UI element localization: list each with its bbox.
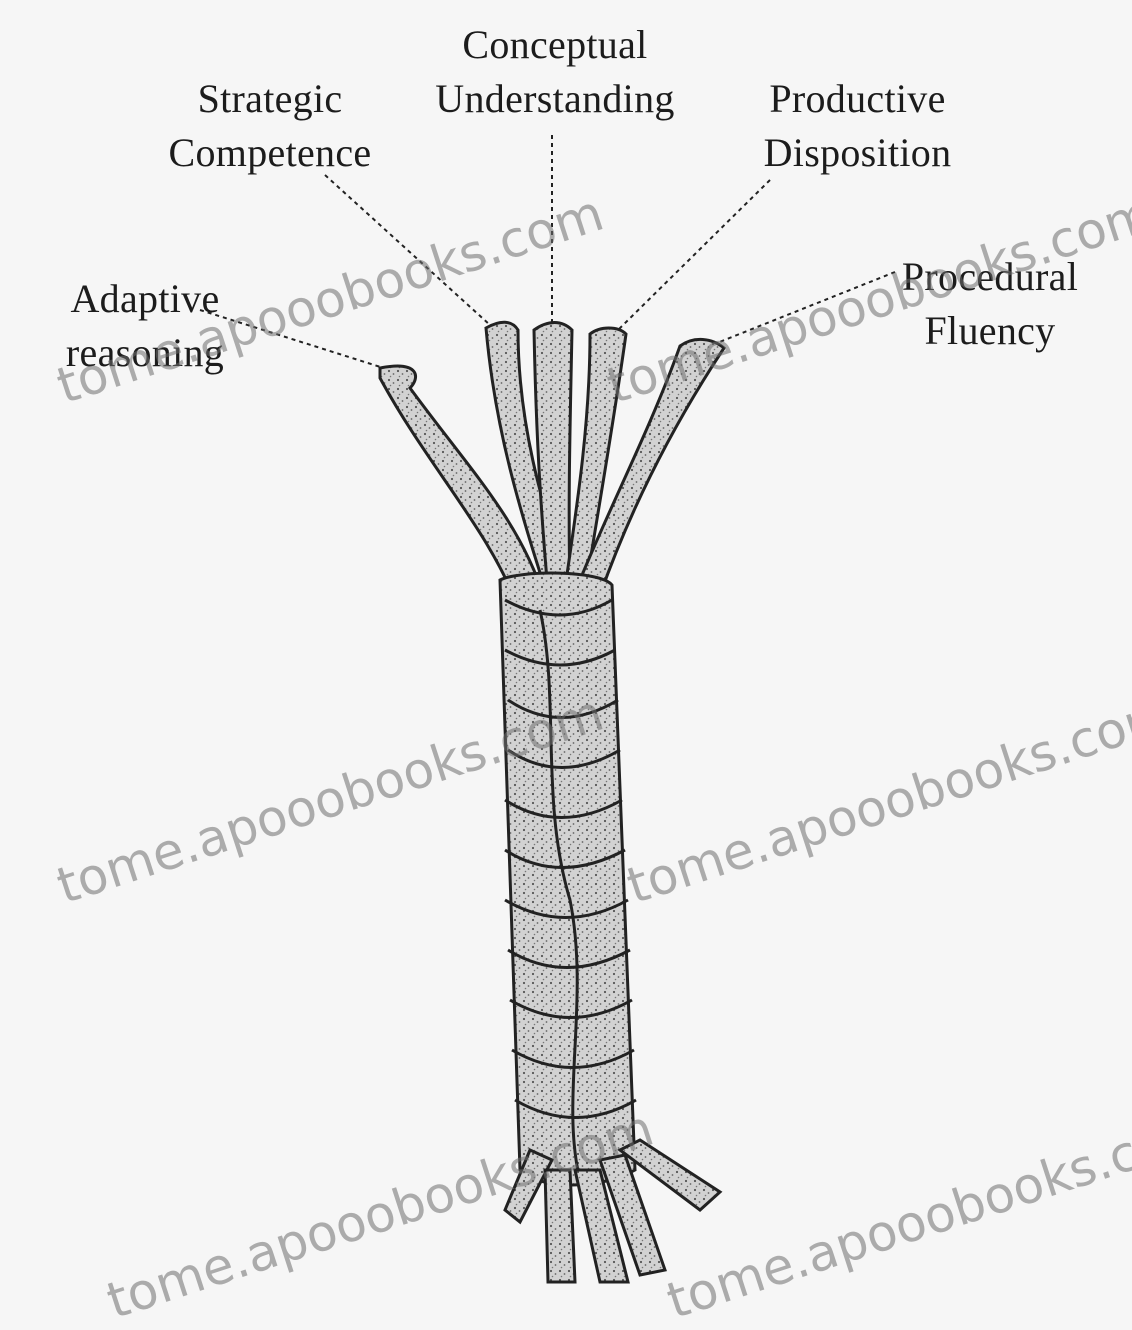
label-productive-disposition: Productive Disposition [745,72,970,180]
label-line: Disposition [745,126,970,180]
leader-productive [618,180,770,330]
label-line: Strategic [150,72,390,126]
label-conceptual-understanding: Conceptual Understanding [430,18,680,126]
label-line: Adaptive [50,272,240,326]
label-adaptive-reasoning: Adaptive reasoning [50,272,240,380]
label-line: Productive [745,72,970,126]
leader-procedural [712,272,895,345]
rope-diagram: Conceptual Understanding Strategic Compe… [0,0,1132,1285]
label-line: Procedural [885,250,1095,304]
label-line: Understanding [430,72,680,126]
label-strategic-competence: Strategic Competence [150,72,390,180]
label-procedural-fluency: Procedural Fluency [885,250,1095,358]
leader-strategic [325,175,490,325]
label-line: Conceptual [430,18,680,72]
label-line: Fluency [885,304,1095,358]
label-line: reasoning [50,326,240,380]
upper-strands [380,322,724,612]
strand-end [545,1170,575,1282]
lower-strands [505,1140,720,1282]
rope-illustration [0,0,1132,1285]
label-line: Competence [150,126,390,180]
